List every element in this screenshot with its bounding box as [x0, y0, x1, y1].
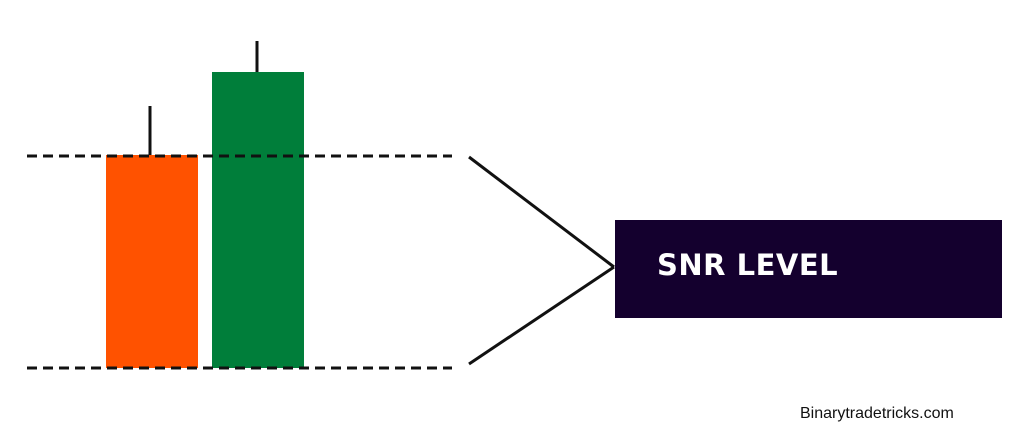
bullish-candle-body: [212, 72, 304, 368]
watermark-text: Binarytradetricks.com: [800, 405, 954, 422]
snr-level-label-box: SNR LEVEL: [615, 220, 1002, 318]
pointer-line-top: [468, 155, 615, 269]
snr-level-label: SNR LEVEL: [657, 248, 839, 282]
bearish-candle-body: [106, 155, 198, 368]
pointer-line-bottom: [468, 265, 615, 366]
